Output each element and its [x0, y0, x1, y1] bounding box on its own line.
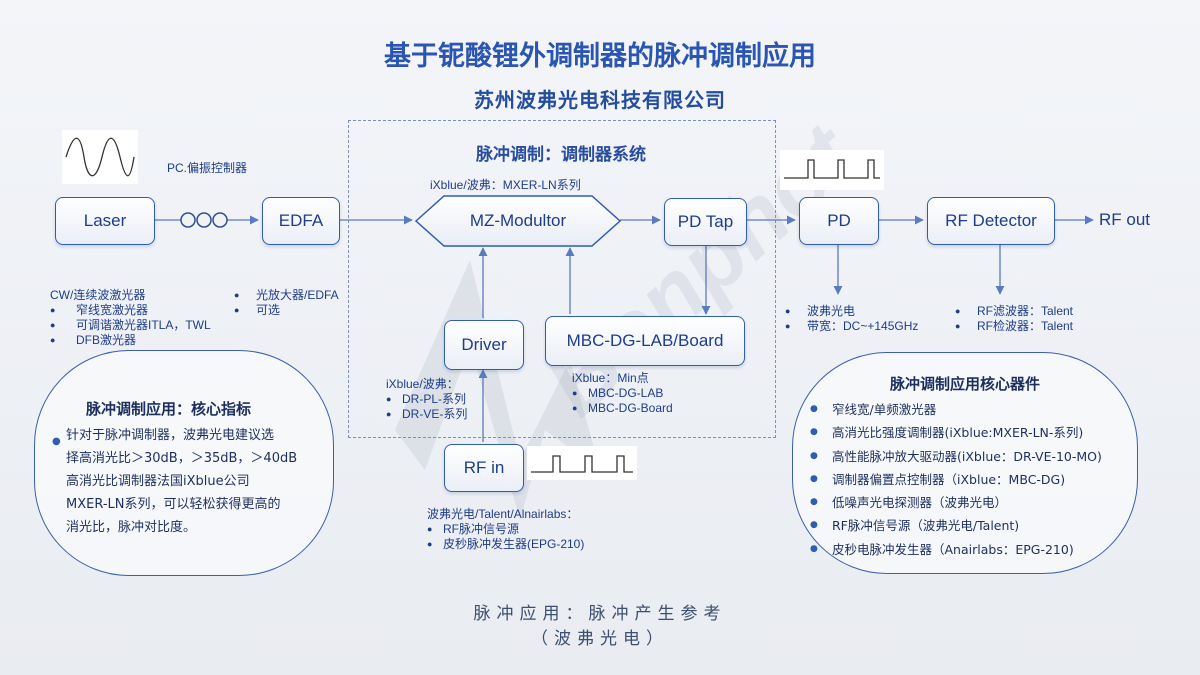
- core-specs-line: 针对于脉冲调制器，波弗光电建议选: [66, 428, 275, 443]
- laser-block[interactable]: Laser: [55, 197, 155, 245]
- core-device-item: 高消光比强度调制器(iXblue:MXER-LN-系列): [810, 421, 1102, 445]
- core-specs-line: 择高消光比＞30dB，＞35dB，＞40dB: [66, 451, 298, 466]
- rf-in-block[interactable]: RF in: [444, 444, 524, 492]
- core-specs-line: MXER-LN系列，可以轻松获得更高的: [66, 497, 281, 512]
- driver-note-item: DR-VE-系列: [386, 407, 467, 422]
- core-device-item: 调制器偏置点控制器（iXblue：MBC-DG): [810, 468, 1102, 492]
- mbc-note-item: MBC-DG-Board: [572, 401, 673, 416]
- company-name: 苏州波弗光电科技有限公司: [474, 88, 726, 112]
- laser-note-item: DFB激光器: [50, 333, 211, 348]
- mbc-notes: iXblue：Min点 MBC-DG-LAB MBC-DG-Board: [572, 371, 673, 416]
- rf-in-notes: 波弗光电/Talent/Alnairlabs： RF脉冲信号源 皮秒脉冲发生器(…: [427, 507, 584, 552]
- core-device-item: 高性能脉冲放大驱动器(iXblue：DR-VE-10-MO): [810, 445, 1102, 469]
- mz-modulator-shape: [414, 195, 622, 247]
- modulator-note: iXblue/波弗：MXER-LN系列: [430, 178, 581, 192]
- driver-notes-title: iXblue/波弗：: [386, 377, 459, 391]
- driver-note-item: DR-PL-系列: [386, 392, 467, 407]
- pd-note-item: 波弗光电: [785, 304, 918, 319]
- page-title: 基于铌酸锂外调制器的脉冲调制应用: [384, 41, 816, 72]
- figure-caption: 脉冲应用：脉冲产生参考: [473, 604, 727, 624]
- core-device-item: 窄线宽/单频激光器: [810, 398, 1102, 422]
- laser-note-item: 可调谐激光器ITLA，TWL: [50, 318, 211, 333]
- rf-detector-block[interactable]: RF Detector: [927, 197, 1055, 245]
- core-device-item: 皮秒电脉冲发生器（Anairlabs：EPG-210): [810, 538, 1102, 562]
- core-device-item: RF脉冲信号源（波弗光电/Talent): [810, 514, 1102, 538]
- edfa-block[interactable]: EDFA: [262, 197, 340, 245]
- edfa-note-item: 可选: [234, 303, 339, 318]
- rf-in-note-item: 皮秒脉冲发生器(EPG-210): [427, 537, 584, 552]
- edfa-notes: 光放大器/EDFA 可选: [234, 288, 339, 318]
- rf-in-notes-title: 波弗光电/Talent/Alnairlabs：: [427, 507, 579, 521]
- pd-block[interactable]: PD: [799, 197, 879, 245]
- pd-notes: 波弗光电 带宽：DC~+145GHz: [785, 304, 918, 334]
- core-specs-line: 消光比，脉冲对比度。: [66, 520, 197, 535]
- pd-tap-block[interactable]: PD Tap: [664, 198, 747, 246]
- core-specs-title: 脉冲调制应用：核心指标: [86, 400, 252, 418]
- laser-notes: CW/连续波激光器 窄线宽激光器 可调谐激光器ITLA，TWL DFB激光器: [50, 288, 211, 348]
- core-devices-list: 窄线宽/单频激光器 高消光比强度调制器(iXblue:MXER-LN-系列) 高…: [810, 398, 1102, 561]
- mz-modulator-block[interactable]: MZ-Modultor: [469, 211, 567, 230]
- mbc-notes-title: iXblue：Min点: [572, 371, 649, 385]
- laser-notes-title: CW/连续波激光器: [50, 288, 146, 302]
- pulse-wave-icon: [527, 446, 637, 480]
- core-specs-body: ● 针对于脉冲调制器，波弗光电建议选 择高消光比＞30dB，＞35dB，＞40d…: [52, 424, 316, 539]
- driver-notes: iXblue/波弗： DR-PL-系列 DR-VE-系列: [386, 377, 467, 422]
- polarization-controller-label: PC.偏振控制器: [167, 161, 248, 175]
- core-specs-panel: [34, 350, 334, 576]
- laser-note-item: 窄线宽激光器: [50, 303, 211, 318]
- rf-detector-note-item: RF滤波器：Talent: [955, 304, 1073, 319]
- rf-detector-notes: RF滤波器：Talent RF检波器：Talent: [955, 304, 1073, 334]
- modulator-system-title: 脉冲调制：调制器系统: [476, 145, 646, 165]
- modulator-system-frame: [348, 120, 776, 438]
- driver-block[interactable]: Driver: [444, 320, 524, 370]
- core-specs-line: 高消光比调制器法国iXblue公司: [66, 474, 250, 489]
- mbc-note-item: MBC-DG-LAB: [572, 386, 673, 401]
- core-devices-title: 脉冲调制应用核心器件: [890, 375, 1041, 393]
- pulse-wave-icon: [780, 150, 884, 190]
- rf-out-label: RF out: [1099, 210, 1151, 229]
- core-device-item: 低噪声光电探测器（波弗光电）: [810, 491, 1102, 515]
- mbc-board-block[interactable]: MBC-DG-LAB/Board: [545, 316, 745, 366]
- sine-wave-icon: [62, 130, 138, 184]
- pd-note-item: 带宽：DC~+145GHz: [785, 319, 918, 334]
- fiber-coil-icon: [180, 212, 228, 228]
- rf-detector-note-item: RF检波器：Talent: [955, 319, 1073, 334]
- figure-caption-source: （波弗光电）: [531, 629, 669, 649]
- bullet-icon: ●: [52, 436, 61, 447]
- edfa-note-item: 光放大器/EDFA: [234, 288, 339, 303]
- rf-in-note-item: RF脉冲信号源: [427, 522, 584, 537]
